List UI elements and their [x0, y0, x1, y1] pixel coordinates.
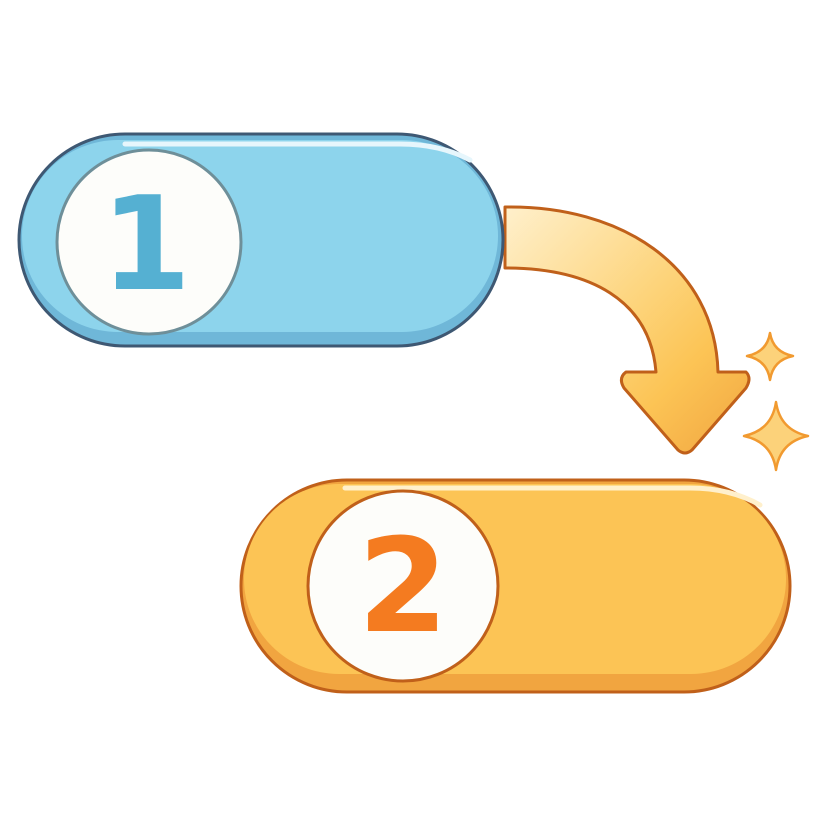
curved-arrow: [503, 205, 751, 455]
sparkle-large-icon: [742, 400, 810, 472]
step-2-number: 2: [358, 510, 448, 662]
step-2-badge: [306, 489, 500, 683]
step-1-pill: 1: [17, 132, 505, 348]
sparkle-small-icon: [745, 331, 795, 382]
step-1-badge: [55, 148, 243, 336]
step-1-number: 1: [101, 168, 191, 320]
step-2-pill: 2: [239, 478, 792, 694]
